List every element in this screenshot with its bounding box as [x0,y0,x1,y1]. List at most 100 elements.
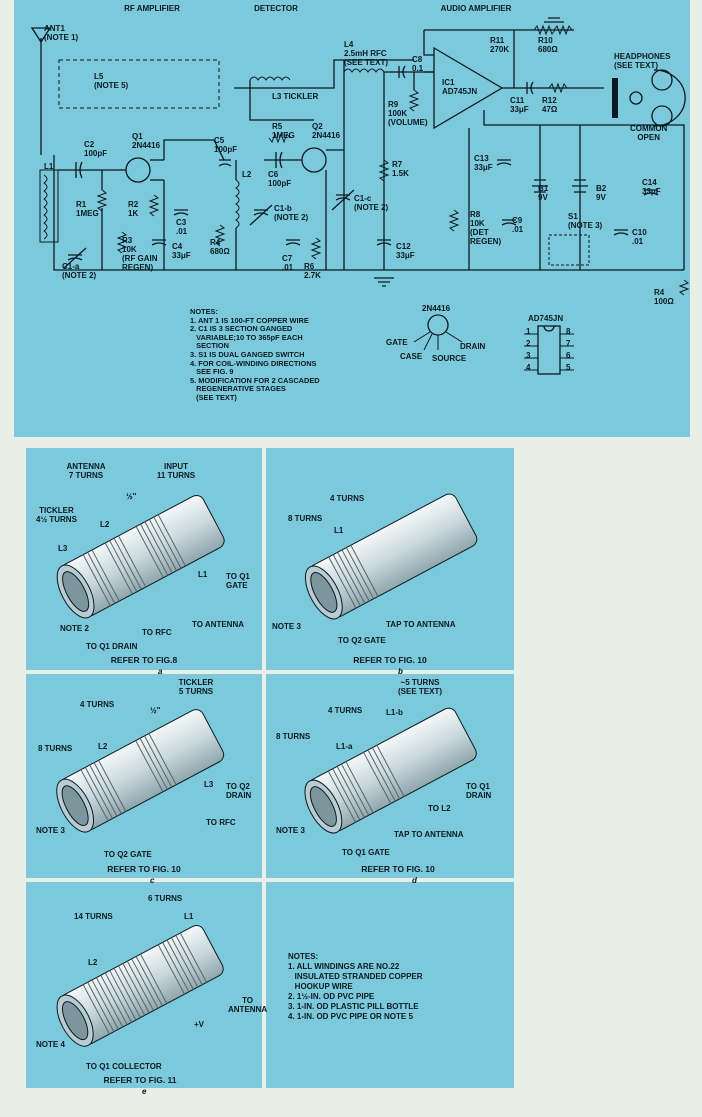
schematic-notes: NOTES: 1. ANT 1 IS 100-FT COPPER WIRE 2.… [190,307,320,403]
label-l4: L4 2.5mH RFC (SEE TEXT) [344,40,389,67]
label-c9: C9 .01 [512,216,524,234]
l4-coil [343,68,385,73]
fig-d-to-l2: TO L2 [428,804,451,813]
fig-e-ref: REFER TO FIG. 11 [103,1075,177,1085]
label-s1: S1 (NOTE 3) [568,212,603,230]
fig-c-half-inch: ½" [150,706,161,715]
fig-a-to-q1-drain: TO Q1 DRAIN [86,642,138,651]
pinout-drain: DRAIN [460,342,486,351]
label-r12: R12 47Ω [542,96,558,114]
label-r9: R9 100K (VOLUME) [388,100,428,127]
schematic-wiring [30,17,690,296]
l1-coil [39,169,59,243]
c1b-symbol [249,204,273,226]
figure-notes-panel [266,882,514,1088]
note-2: 2. C1 IS 3 SECTION GANGED [190,324,293,334]
label-c11: C11 33μF [510,96,529,114]
label-r11: R11 270K [490,36,510,54]
fig-a-caption: a [158,667,163,676]
c3-symbol [173,209,189,216]
pin-4: 4 [526,363,531,372]
fig-note-1-cont2: HOOKUP WIRE [288,982,353,991]
fig-e-6-turns: 6 TURNS [148,894,183,903]
label-r1: R1 1MEG [76,200,99,218]
coil-e [56,924,224,1047]
fig-a-note: NOTE 2 [60,624,89,633]
note-1: 1. ANT 1 IS 100-FT COPPER WIRE [190,315,309,325]
fig-d-5-turns: ~5 TURNS (SEE TEXT) [397,678,443,696]
label-q1: Q1 2N4416 [132,132,161,150]
label-ic1: IC1 AD745JN [442,78,478,96]
label-q2: Q2 2N4416 [312,122,341,140]
fig-d-to-q1-drain: TO Q1 DRAIN [466,782,492,800]
headphones-icon [653,69,686,127]
fig-b-to-q2-gate: TO Q2 GATE [338,636,386,645]
fig-b-caption: b [398,667,403,676]
label-c8: C8 0.1 [412,55,424,73]
fig-c-note: NOTE 3 [36,826,65,835]
pinout-gate: GATE [386,338,408,347]
fig-c-l2: L2 [98,742,108,751]
fig-b-8-turns: 8 TURNS [288,514,323,523]
fig-note-1: 1. ALL WINDINGS ARE NO.22 [288,962,400,971]
label-b2: B2 9V [596,184,607,202]
pin-6: 6 [566,351,571,360]
label-r8: R8 10K (DET REGEN) [470,210,502,246]
fig-a-tickler-turns: TICKLER 4½ TURNS [36,506,77,524]
label-l2: L2 [242,170,252,179]
fig-a-to-antenna: TO ANTENNA [192,620,244,629]
c8-symbol [398,65,406,79]
fig-a-l2: L2 [100,520,110,529]
c4-symbol [151,239,167,246]
note-4: 4. FOR COIL-WINDING DIRECTIONS [190,358,317,368]
schematic-panel: RF AMPLIFIER DETECTOR AUDIO AMPLIFIER AN… [14,0,690,437]
l5-dashed-box [58,59,220,109]
note-5: 5. MODIFICATION FOR 2 CASCADED [190,375,320,385]
r8-zigzag [448,209,460,232]
fig-d-l1b: L1-b [386,708,403,717]
fig-d-ref: REFER TO FIG. 10 [361,864,435,874]
c1a-symbol [63,247,87,269]
label-l3: L3 TICKLER [272,92,319,101]
fig-b-ref: REFER TO FIG. 10 [353,655,427,665]
label-c3: C3 .01 [176,218,188,236]
note-4-cont: SEE FIG. 9 [190,367,234,377]
fig-d-caption: d [412,876,417,885]
fig-b-tap-antenna: TAP TO ANTENNA [386,620,456,629]
notes-heading: NOTES: [190,307,218,316]
fig-d-4-turns: 4 TURNS [328,706,363,715]
coil-a [56,494,225,619]
label-c14: C14 33μF [642,178,661,196]
label-headphones: HEADPHONES (SEE TEXT) [614,52,671,70]
label-r2: R2 1K [128,200,139,218]
section-rf-amplifier: RF AMPLIFIER [124,4,180,13]
label-c7: C7 .01 [282,254,294,272]
c11-symbol [526,81,534,95]
c14-symbol [643,189,659,196]
label-c1a: C1-a (NOTE 2) [62,262,97,280]
label-r6: R6 2.7K [304,262,321,280]
label-c5: C5 100pF [214,136,238,154]
l3-coil [249,76,291,81]
r2-zigzag [148,194,160,217]
fig-e-to-q1-collector: TO Q1 COLLECTOR [86,1062,162,1071]
fig-d-tap-antenna: TAP TO ANTENNA [394,830,464,839]
l2-coil [235,160,240,270]
r6-zigzag [310,237,322,260]
fig-c-l3: L3 [204,780,214,789]
section-detector: DETECTOR [254,4,298,13]
ground-rail [53,155,684,271]
section-audio-amplifier: AUDIO AMPLIFIER [440,4,512,13]
c1c-symbol [331,189,355,211]
jack-body [612,78,618,118]
pinout-ad745-title: AD745JN [528,314,564,323]
fig-e-14-turns: 14 TURNS [74,912,113,921]
fig-a-to-q1-gate: TO Q1 GATE [226,572,250,590]
c9-symbol [501,219,517,226]
label-r3: R3 10K (RF GAIN REGEN) [122,236,158,272]
figure-notes: NOTES: 1. ALL WINDINGS ARE NO.22 INSULAT… [288,952,423,1022]
label-b1: B1 9V [538,184,549,202]
note-3: 3. S1 IS DUAL GANGED SWITCH [190,349,305,359]
pin-5: 5 [566,363,571,372]
